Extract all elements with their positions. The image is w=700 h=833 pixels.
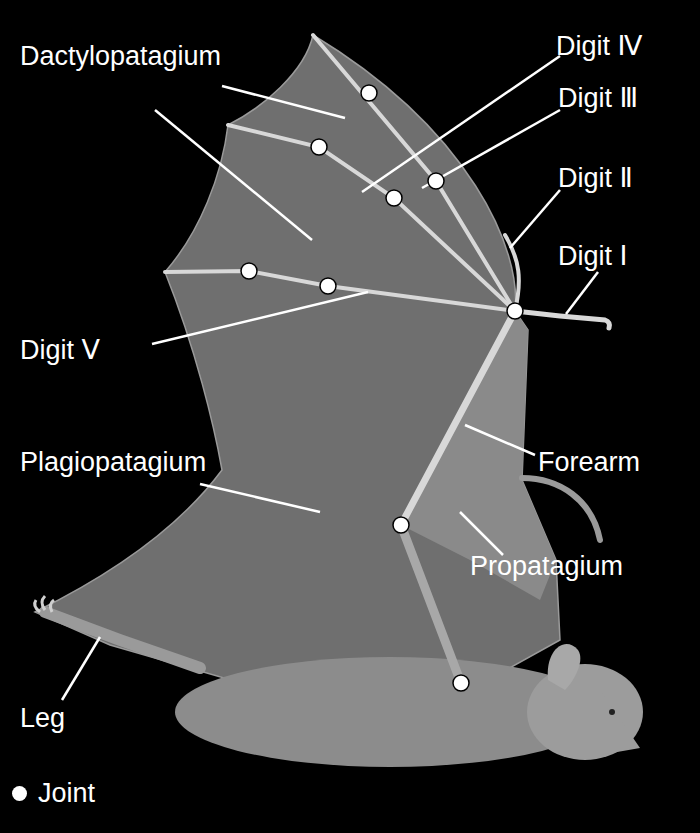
part-label: Plagiopatagium [20,446,206,478]
joint-dot [386,190,402,206]
part-label: Digit Ⅲ [558,82,638,114]
digit-three-bone [313,35,515,311]
joint-dot [241,263,257,279]
bat-head [527,664,643,760]
leader-line [460,512,503,555]
part-label: Leg [20,702,65,734]
leader-line [362,56,560,192]
bat-snout [600,690,640,755]
joint-dot [393,517,409,533]
legend-label: Joint [38,777,95,809]
leader-line [200,484,320,512]
legend-swatch [12,786,27,801]
leader-line [566,272,598,314]
leader-line [222,86,345,118]
digit-four-bone [228,125,515,311]
leader-line [152,292,368,344]
joint-dot [428,173,444,189]
digit-five-bone [165,271,515,311]
leader-line [465,425,535,455]
joint-dot [311,139,327,155]
joint-dot [507,303,523,319]
part-label: Digit Ⅱ [558,162,633,194]
bat-leg [45,612,200,668]
joint-dot [320,278,336,294]
part-label: Digit Ⅳ [556,30,642,62]
part-label: Dactylopatagium [20,40,221,72]
wing-membrane [35,35,560,700]
joint-dot [453,675,469,691]
part-label: Digit Ⅰ [558,240,627,272]
part-label: Forearm [538,446,640,478]
bat-eye [609,709,615,715]
joint-dot [361,85,377,101]
leader-line [422,110,560,188]
part-label: Digit Ⅴ [20,334,100,366]
part-label: Propatagium [470,550,623,582]
thumb-bone [515,311,610,328]
leader-line [155,110,312,240]
bat-ear [548,644,581,690]
forearm-bone [401,311,515,525]
upper-arm-bone [401,525,461,683]
leader-line [62,637,100,700]
bat-foot-claws [35,596,54,612]
other-thumb-claw [522,478,600,540]
leader-line [510,190,560,248]
